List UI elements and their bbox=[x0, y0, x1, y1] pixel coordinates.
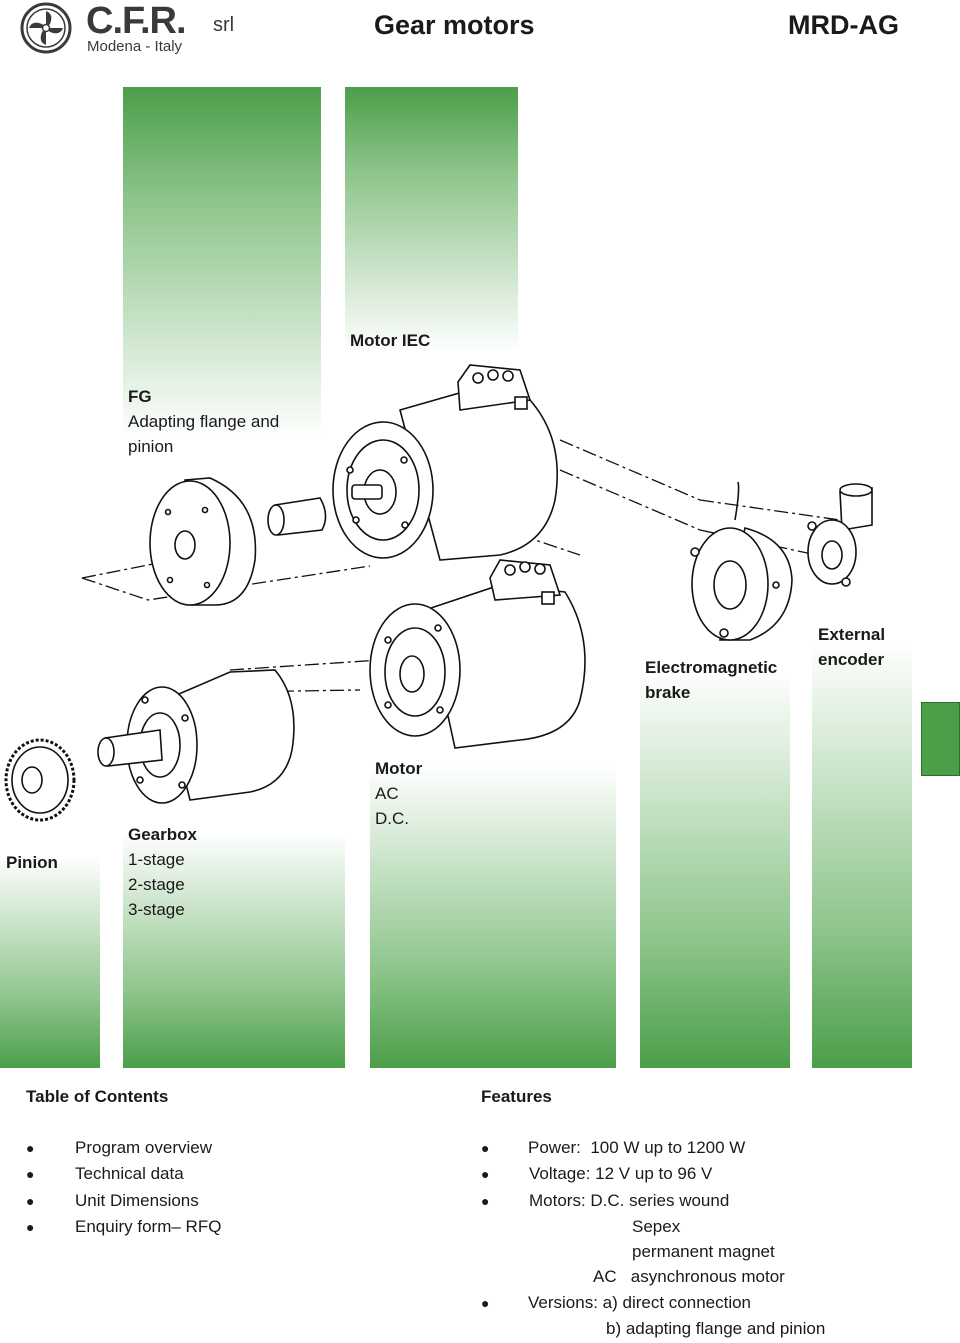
gearbox-stage-3: 3-stage bbox=[128, 900, 185, 919]
bullet-dot-icon: ● bbox=[26, 1218, 35, 1235]
toc-item[interactable]: ●Program overview bbox=[26, 1135, 386, 1161]
feature-versions: ●Versions: a) direct connection bbox=[481, 1290, 941, 1316]
label-fg: FG Adapting flange and pinion bbox=[128, 384, 279, 459]
feature-motors-ac: AC asynchronous motor bbox=[593, 1266, 785, 1286]
label-motor-iec: Motor IEC bbox=[350, 331, 431, 350]
label-gearbox: Gearbox 1-stage 2-stage 3-stage bbox=[128, 822, 197, 922]
bullet-dot-icon: ● bbox=[26, 1140, 35, 1156]
feature-versions-b: b) adapting flange and pinion bbox=[606, 1319, 826, 1339]
fg-title: FG bbox=[128, 387, 152, 406]
features-list: ●Power: 100 W up to 1200 W ●Voltage: 12 … bbox=[481, 1135, 941, 1343]
toc-item[interactable]: ●Enquiry form– RFQ bbox=[26, 1214, 386, 1240]
bar-motor-iec bbox=[345, 87, 518, 367]
toc-list: ●Program overview ●Technical data ●Unit … bbox=[26, 1135, 386, 1240]
bullet-dot-icon: ● bbox=[481, 1295, 490, 1312]
bullet-dot-icon: ● bbox=[481, 1192, 490, 1209]
company-logo-icon bbox=[20, 2, 72, 54]
brand-name: C.F.R. bbox=[86, 0, 187, 42]
bar-brake bbox=[640, 650, 790, 1068]
toc-item[interactable]: ●Unit Dimensions bbox=[26, 1188, 386, 1214]
product-code: MRD-AG bbox=[788, 10, 899, 40]
bar-fg bbox=[123, 87, 321, 457]
brand-location: Modena - Italy bbox=[87, 38, 183, 55]
gearbox-stage-2: 2-stage bbox=[128, 875, 185, 894]
encoder-drawing bbox=[807, 483, 873, 587]
motor-ac-dc-drawing bbox=[369, 559, 586, 749]
motor-iec-drawing bbox=[332, 364, 558, 561]
toc-item[interactable]: ●Technical data bbox=[26, 1161, 386, 1187]
feature-motors: ●Motors: D.C. series wound bbox=[481, 1188, 941, 1214]
motor-title: Motor bbox=[375, 759, 423, 778]
bullet-dot-icon: ● bbox=[26, 1166, 35, 1183]
fg-line-2: pinion bbox=[128, 437, 174, 456]
motor-dc: D.C. bbox=[375, 809, 409, 828]
fg-flange-drawing bbox=[149, 477, 327, 606]
bar-encoder bbox=[812, 620, 912, 1068]
fg-line-1: Adapting flange and bbox=[128, 412, 280, 431]
motor-ac: AC bbox=[375, 784, 399, 803]
brake-drawing bbox=[690, 481, 793, 641]
feature-motors-pm: permanent magnet bbox=[632, 1241, 775, 1261]
gearbox-stage-1: 1-stage bbox=[128, 850, 185, 869]
label-motor: Motor AC D.C. bbox=[375, 756, 422, 831]
features-heading: Features bbox=[481, 1087, 552, 1106]
bar-motor bbox=[370, 750, 616, 1068]
label-pinion: Pinion bbox=[6, 853, 58, 872]
bullet-dot-icon: ● bbox=[481, 1166, 490, 1183]
pinion-gear-drawing bbox=[4, 738, 76, 822]
side-tab bbox=[921, 702, 960, 776]
bar-gearbox bbox=[123, 820, 345, 1068]
bullet-dot-icon: ● bbox=[26, 1192, 35, 1209]
feature-motors-sepex: Sepex bbox=[632, 1216, 681, 1236]
gearbox-drawing bbox=[97, 669, 295, 804]
feature-voltage: ●Voltage: 12 V up to 96 V bbox=[481, 1161, 941, 1187]
brand-suffix: srl bbox=[213, 14, 235, 36]
bullet-dot-icon: ● bbox=[481, 1140, 490, 1156]
gearbox-title: Gearbox bbox=[128, 825, 197, 844]
feature-power: ●Power: 100 W up to 1200 W bbox=[481, 1135, 941, 1161]
page-title: Gear motors bbox=[374, 10, 535, 40]
toc-heading: Table of Contents bbox=[26, 1087, 169, 1106]
bar-pinion bbox=[0, 845, 100, 1068]
